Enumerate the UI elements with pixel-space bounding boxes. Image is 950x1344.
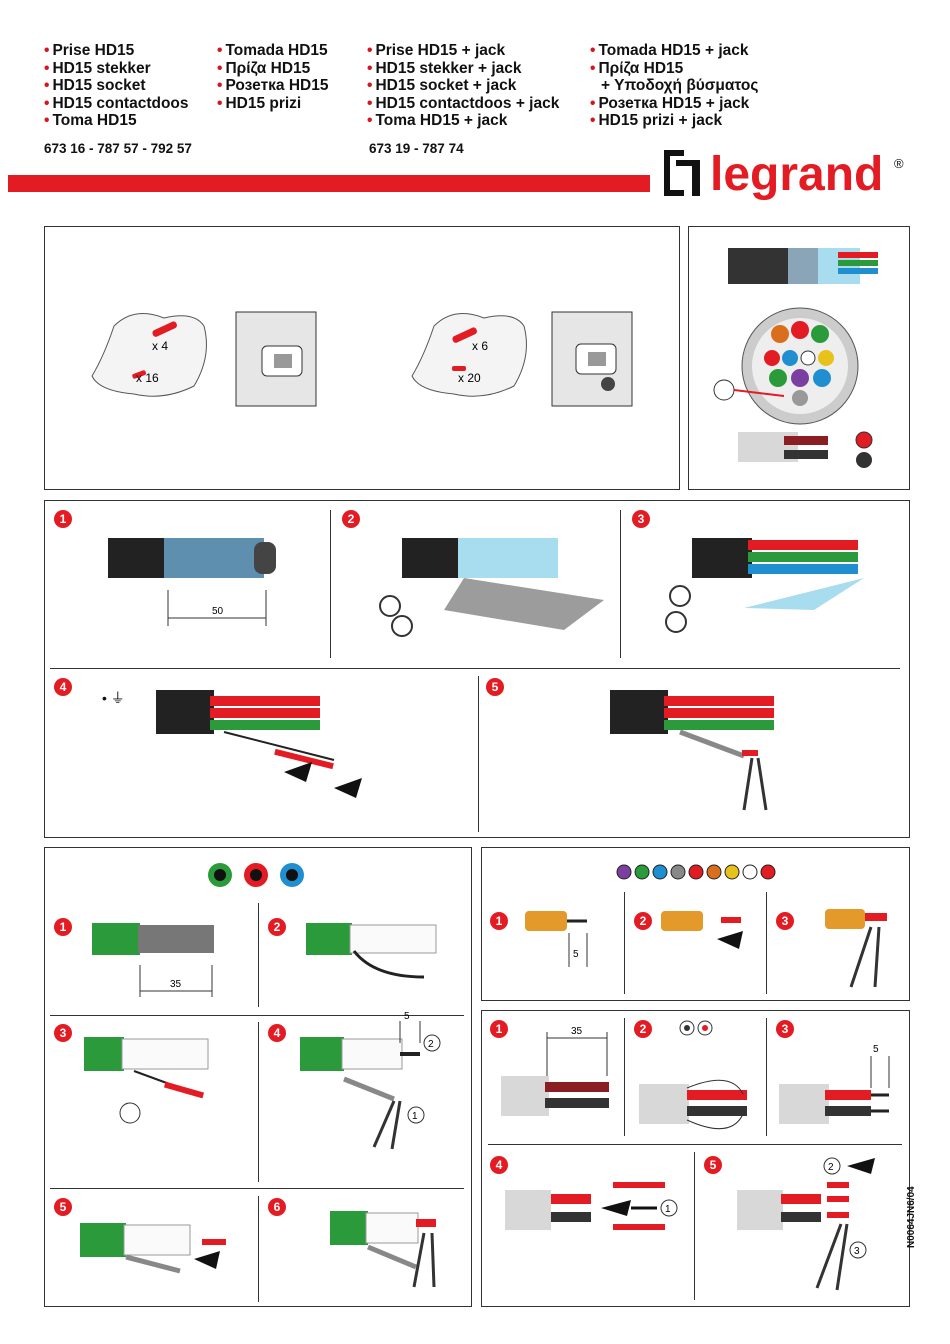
svg-text:®: ® (894, 156, 904, 171)
step-number: 1 (490, 912, 508, 930)
list-item: •HD15 prizi + jack (590, 112, 723, 130)
list-item: •Tomada HD15 (217, 42, 328, 59)
list-item: •Розетка HD15 + jack (590, 94, 750, 112)
ground-symbol-icon: • ⏚ (102, 690, 125, 706)
list-item: •HD15 socket + jack (367, 77, 517, 95)
step-number: 1 (490, 1020, 508, 1038)
jack-steps-illustration: 35 5 1 2 3 (501, 1020, 890, 1291)
list-item: •Розетка HD15 (217, 77, 329, 95)
wire-pin-panel (481, 847, 910, 1001)
dimension-label: 5 (873, 1044, 879, 1055)
coax-steps-illustration: 35 5 2 1 (80, 863, 441, 1288)
header-col-4: •Tomada HD15 + jack •Πρίζα HD15 + Υποδοχ… (590, 42, 758, 130)
step-number: 5 (54, 1198, 72, 1216)
legrand-mark-icon: legrand ® (664, 148, 904, 201)
list-item: •HD15 prizi (217, 94, 302, 112)
sequence-circle: 1 (665, 1204, 671, 1215)
list-item: •HD15 contactdoos + jack (367, 94, 560, 112)
step-number: 5 (486, 678, 504, 696)
kit2-qty-b: x 20 (458, 371, 481, 385)
step-number: 2 (634, 912, 652, 930)
contents-panel (44, 226, 680, 490)
svg-text:legrand: legrand (710, 148, 883, 201)
step-number: 1 (54, 510, 72, 528)
step-number: 4 (54, 678, 72, 696)
list-item: •Toma HD15 (44, 112, 137, 130)
step-number: 3 (632, 510, 650, 528)
step-number: 1 (54, 918, 72, 936)
sequence-circle: 1 (412, 1111, 418, 1122)
prep-steps-illustration: 50 (108, 538, 864, 811)
step-number: 4 (268, 1024, 286, 1042)
cable-preparation-panel (44, 500, 910, 838)
list-item: •Prise HD15 + jack (367, 42, 506, 59)
step-number: 3 (54, 1024, 72, 1042)
jack-panel (481, 1010, 910, 1307)
sequence-circle: 2 (828, 1162, 834, 1173)
legrand-logo: legrand ® (662, 146, 932, 210)
list-item: •Πρίζα HD15 (217, 59, 311, 77)
sequence-circle: 3 (854, 1246, 860, 1257)
dimension-label: 50 (212, 606, 224, 617)
step-number: 5 (704, 1156, 722, 1174)
header-col-3: •Prise HD15 + jack •HD15 stekker + jack … (367, 42, 559, 130)
list-item: •HD15 stekker (44, 59, 151, 77)
dimension-label: 5 (573, 949, 579, 960)
reference-numbers-1: 673 16 - 787 57 - 792 57 (44, 141, 192, 156)
dimension-label: 35 (571, 1026, 583, 1037)
header-col-2: •Tomada HD15 •Πρίζα HD15 •Розетка HD15 •… (217, 42, 328, 112)
red-banner (8, 175, 650, 192)
cable-cross-section (713, 248, 878, 468)
step-number: 6 (268, 1198, 286, 1216)
list-item: •HD15 socket (44, 77, 146, 95)
step-number: 3 (776, 1020, 794, 1038)
wire-pin-illustration: 5 (525, 864, 887, 988)
reference-numbers-2: 673 19 - 787 74 (369, 141, 464, 156)
step-number: 2 (342, 510, 360, 528)
list-item: •Πρίζα HD15 (590, 59, 684, 77)
list-item: •Toma HD15 + jack (367, 112, 508, 130)
kit1-qty-a: x 4 (152, 339, 168, 353)
step-number: 2 (634, 1020, 652, 1038)
step-number: 2 (268, 918, 286, 936)
sequence-circle: 2 (428, 1039, 434, 1050)
dimension-label: 35 (170, 979, 182, 990)
list-item: •HD15 contactdoos (44, 94, 189, 112)
list-item: •HD15 stekker + jack (367, 59, 522, 77)
dimension-label: 5 (404, 1011, 410, 1022)
header-col-1: •Prise HD15 •HD15 stekker •HD15 socket •… (44, 42, 189, 130)
kit2-qty-a: x 6 (472, 339, 488, 353)
list-item: •Tomada HD15 + jack (590, 42, 749, 59)
step-number: 4 (490, 1156, 508, 1174)
list-item: + Υποδοχή βύσματος (601, 77, 759, 95)
step-number: 3 (776, 912, 794, 930)
contents-illustration: x 4 x 16 x 6 x 20 (91, 311, 633, 407)
coax-panel (44, 847, 472, 1307)
list-item: •Prise HD15 (44, 42, 135, 59)
document-code: N0064JN6/04 (906, 1186, 917, 1248)
kit1-qty-b: x 16 (136, 371, 159, 385)
cable-section-panel (688, 226, 910, 490)
